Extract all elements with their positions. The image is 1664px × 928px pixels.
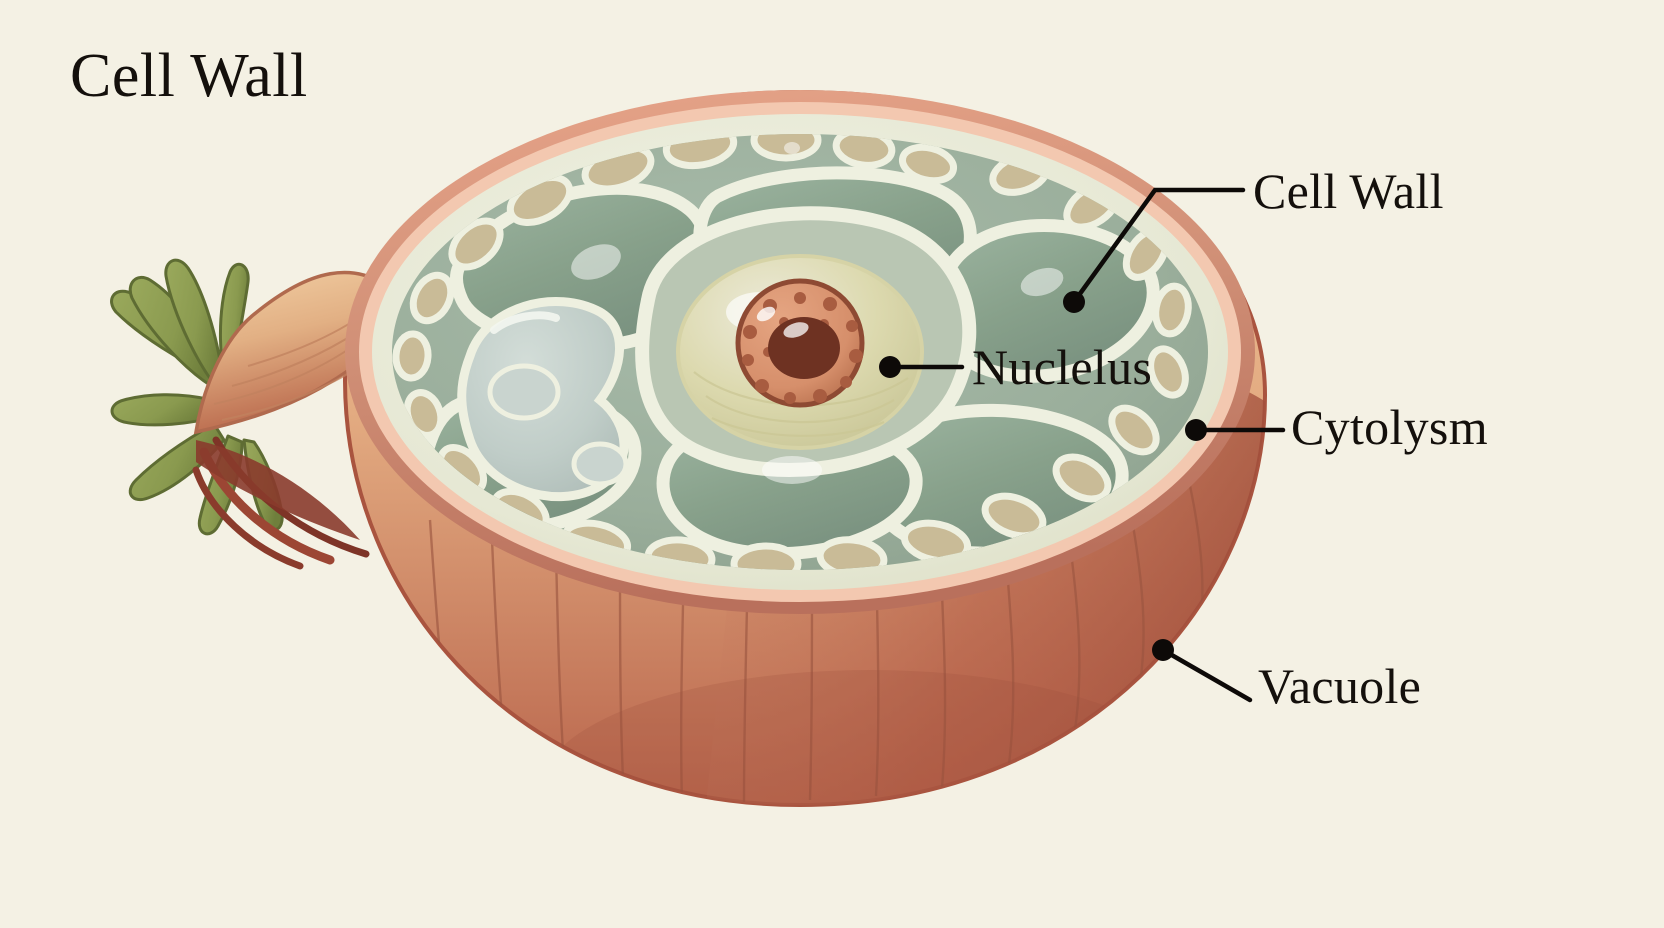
cut-face [345, 90, 1255, 614]
nucleus [676, 254, 924, 450]
leader-dot-vacuole [1152, 639, 1174, 661]
cell-highlights [571, 142, 1064, 484]
page-title: Cell Wall [70, 42, 308, 110]
leader-dot-nuclelus [879, 356, 901, 378]
callout-label-vacuole: Vacuole [1258, 658, 1422, 714]
nucleus-speckles [742, 292, 863, 404]
callout-label-cell-wall: Cell Wall [1253, 163, 1444, 219]
leader-vacuole [1160, 647, 1253, 703]
leader-dot-cytolysm [1185, 419, 1207, 441]
leader-cell-wall [1071, 187, 1246, 305]
callout-label-nuclelus: Nuclelus [972, 339, 1153, 395]
callout-label-cytolysm: Cytolysm [1291, 399, 1488, 455]
leader-dot-cell-wall [1063, 291, 1085, 313]
